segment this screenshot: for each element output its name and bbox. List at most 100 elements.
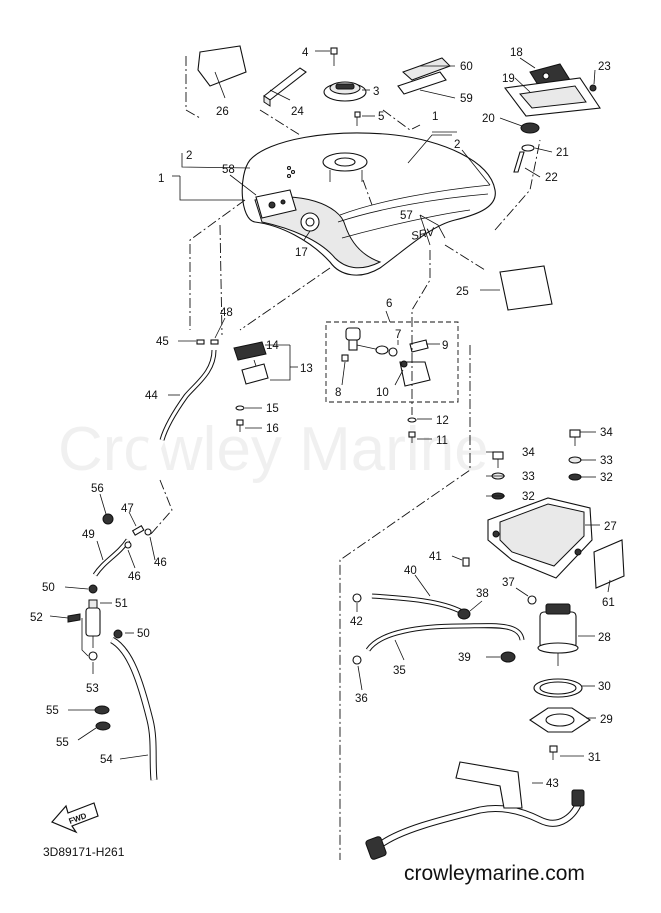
bolt-31[interactable] <box>549 745 558 760</box>
label-32b: 32 <box>522 491 535 503</box>
label-58: 58 <box>222 164 235 176</box>
bolt-4[interactable] <box>330 47 338 66</box>
clamp-39[interactable] <box>500 651 516 663</box>
bolt-22[interactable] <box>513 151 525 173</box>
label-20: 20 <box>482 113 495 125</box>
label-51: 51 <box>115 598 128 610</box>
svg-text:SRV: SRV <box>410 226 437 243</box>
gasket-30[interactable] <box>533 678 583 698</box>
clip-46b[interactable] <box>144 528 152 536</box>
pad-25[interactable] <box>499 265 553 311</box>
label-27: 27 <box>604 521 617 533</box>
pad-24[interactable] <box>263 67 307 107</box>
label-46b: 46 <box>154 557 167 569</box>
clip-56[interactable] <box>102 513 114 525</box>
clip-41[interactable] <box>462 557 470 567</box>
pad-59[interactable] <box>397 71 447 95</box>
clamp-55b[interactable] <box>95 721 111 731</box>
fuel-cap[interactable] <box>323 81 367 102</box>
label-21: 21 <box>556 147 569 159</box>
hose-40[interactable] <box>371 593 464 615</box>
label-59: 59 <box>460 93 473 105</box>
pad-26[interactable] <box>197 45 247 87</box>
label-5: 5 <box>378 111 384 123</box>
label-41: 41 <box>429 551 442 563</box>
clamp-50b[interactable] <box>113 629 123 639</box>
label-17: 17 <box>295 247 308 259</box>
label-37: 37 <box>502 577 515 589</box>
hose-35[interactable] <box>365 623 525 652</box>
screw-5[interactable] <box>354 111 361 126</box>
clamp-55a[interactable] <box>94 705 110 715</box>
hose-54[interactable] <box>110 636 158 781</box>
clip-42[interactable] <box>352 593 362 603</box>
fuel-tank[interactable]: SRV <box>241 132 496 276</box>
nut-32b[interactable] <box>568 473 582 481</box>
hose-49[interactable] <box>92 538 131 577</box>
label-38: 38 <box>476 588 489 600</box>
screw-16[interactable] <box>236 419 244 432</box>
label-24: 24 <box>291 106 304 118</box>
hose-44[interactable] <box>146 349 217 478</box>
side-emblem[interactable] <box>255 189 297 219</box>
label-60: 60 <box>460 61 473 73</box>
label-52: 52 <box>30 612 43 624</box>
bolt-34a[interactable] <box>492 451 504 468</box>
hose-43[interactable] <box>365 761 585 860</box>
label-32a: 32 <box>600 472 613 484</box>
washer-21[interactable] <box>521 144 535 152</box>
clip-47[interactable] <box>131 525 145 536</box>
fuel-pump-28[interactable] <box>537 603 579 666</box>
label-34b: 34 <box>522 447 535 459</box>
clip-48[interactable] <box>210 339 219 345</box>
screw-11[interactable] <box>408 431 416 443</box>
label-36: 36 <box>355 693 368 705</box>
clamp-38[interactable] <box>457 608 471 620</box>
nut-23[interactable] <box>589 84 597 92</box>
site-url[interactable]: crowleymarine.com <box>404 862 585 885</box>
label-35: 35 <box>393 665 406 677</box>
washer-12[interactable] <box>407 417 417 423</box>
fuel-cock-13[interactable] <box>233 341 269 385</box>
plate-29[interactable] <box>529 707 591 733</box>
label-2a: 2 <box>186 150 192 162</box>
label-57: 57 <box>400 210 413 222</box>
clip-53[interactable] <box>88 651 98 661</box>
label-16: 16 <box>266 423 279 435</box>
damper-33b[interactable] <box>568 456 582 464</box>
label-8: 8 <box>335 387 341 399</box>
label-25: 25 <box>456 286 469 298</box>
fuel-cock-assy[interactable] <box>341 327 431 387</box>
leader-lines <box>49 50 611 784</box>
clip-46a[interactable] <box>124 541 132 549</box>
label-53: 53 <box>86 683 99 695</box>
label-30: 30 <box>598 681 611 693</box>
clip-36[interactable] <box>352 655 362 665</box>
label-9: 9 <box>442 340 448 352</box>
holder-52[interactable] <box>67 613 81 623</box>
label-61: 61 <box>602 597 615 609</box>
bolt-34b[interactable] <box>569 429 581 446</box>
bracket-19[interactable] <box>503 77 601 117</box>
label-3: 3 <box>373 86 379 98</box>
fuel-filter-51[interactable] <box>85 599 101 648</box>
clip-45[interactable] <box>196 339 205 345</box>
label-29: 29 <box>600 714 613 726</box>
label-1b: 1 <box>432 111 438 123</box>
label-46a: 46 <box>128 571 141 583</box>
damper-20[interactable] <box>520 122 540 134</box>
label-33a: 33 <box>600 455 613 467</box>
pad-61[interactable] <box>593 539 625 589</box>
label-10: 10 <box>376 387 389 399</box>
fuel-cock-assy-box <box>325 321 459 403</box>
label-4: 4 <box>302 47 309 59</box>
clip-37[interactable] <box>527 595 537 605</box>
label-26: 26 <box>216 106 229 118</box>
grommet-17[interactable] <box>300 212 320 232</box>
label-28: 28 <box>598 632 611 644</box>
label-43: 43 <box>546 778 559 790</box>
clamp-50a[interactable] <box>88 584 98 594</box>
canister-27[interactable] <box>487 497 593 579</box>
part-labels: 1 1 2 2 3 4 5 6 7 8 9 10 11 12 13 14 15 … <box>30 47 617 790</box>
washer-15[interactable] <box>235 405 245 411</box>
